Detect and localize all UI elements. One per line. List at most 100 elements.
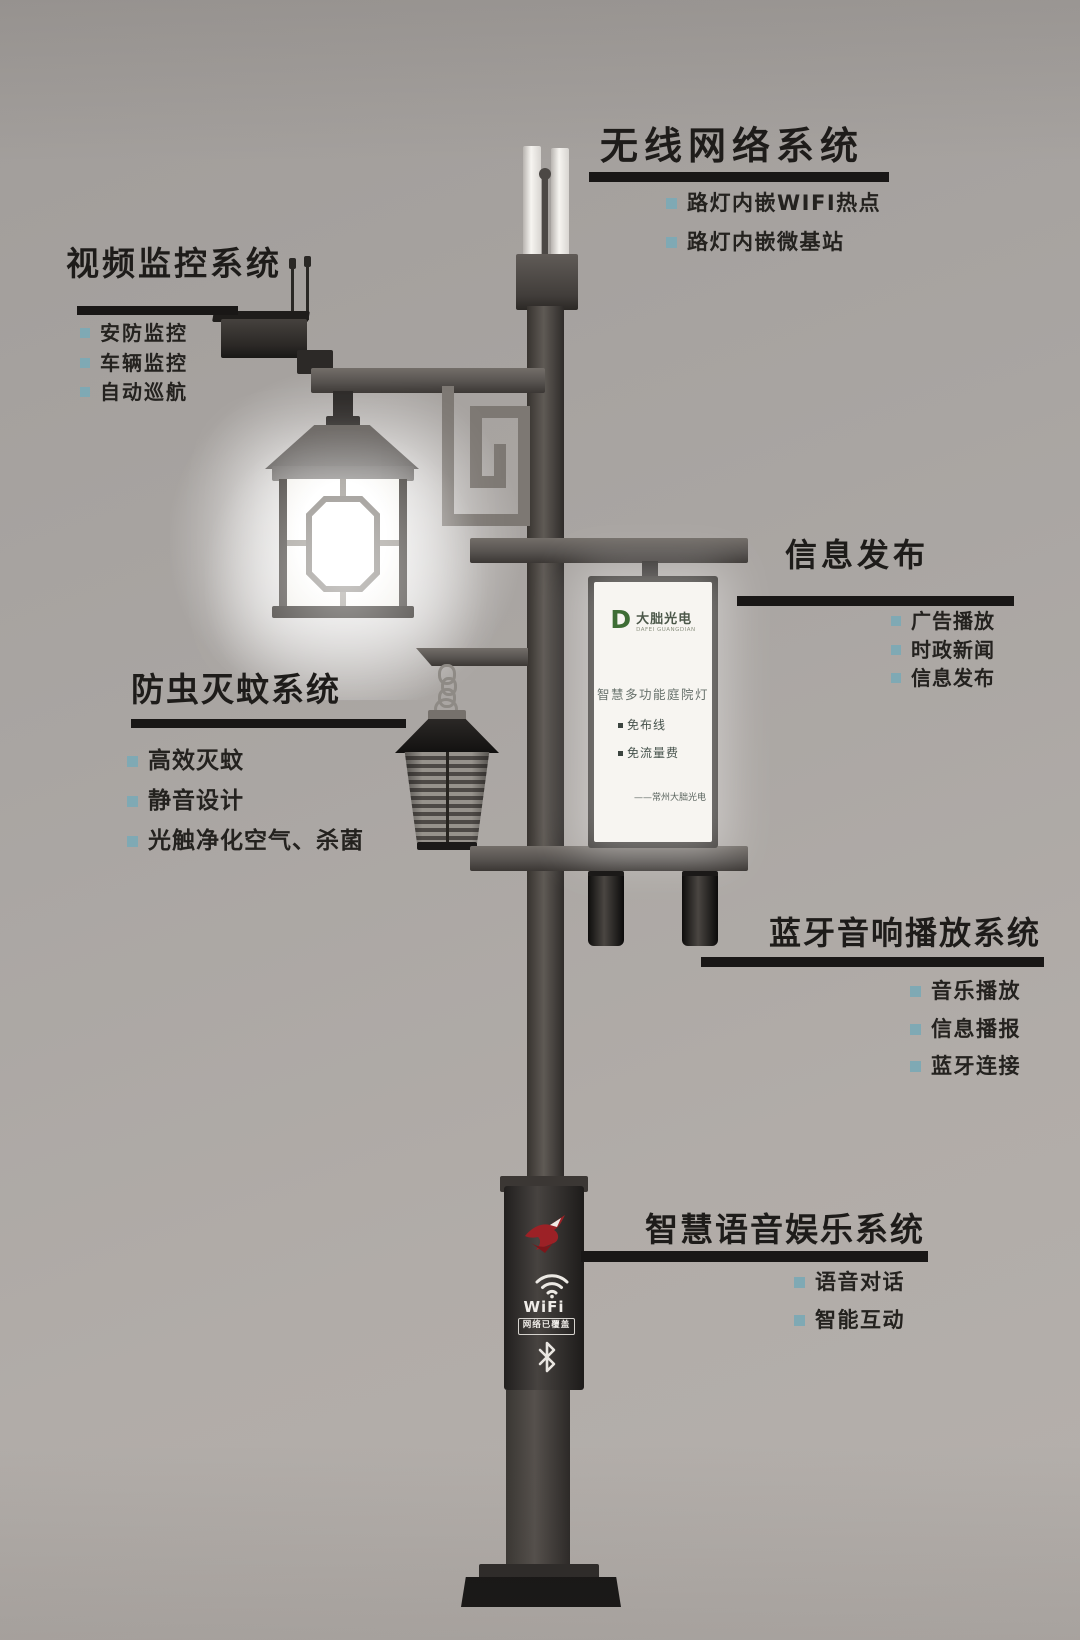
bullet-icon [910,1061,921,1073]
callout-underline [581,1251,928,1262]
callout-title: 智慧语音娱乐系统 [645,1210,925,1249]
item-label: 语音对话 [815,1270,905,1294]
led-screen-panel: D 大朏光电 DAFEI GUANGDIAN 智慧多功能庭院灯 免布线 免流量费… [594,582,712,842]
callout-underline [589,172,889,182]
screen-feature: 免布线 [618,716,666,733]
screen-headline: 智慧多功能庭院灯 [596,687,709,702]
bullet-icon [127,756,138,768]
brand-name: 大朏光电 [636,612,693,627]
bullet-icon [891,645,901,655]
item-label: 高效灭蚊 [148,748,244,774]
item-label: 蓝牙连接 [931,1054,1021,1078]
item-label: 光触净化空气、杀菌 [148,828,364,854]
base-plate-top [479,1564,599,1580]
pole-upper [527,306,564,1190]
item-label: 路灯内嵌微基站 [687,230,845,254]
item-label: 广告播放 [911,609,995,633]
mosquito-lamp-cap [428,710,466,721]
screen-feature-label: 免布线 [627,718,667,732]
item-label: 智能互动 [815,1308,905,1332]
bullet-icon [891,673,901,683]
eagle-logo-icon [525,1215,565,1253]
callout-item: 智能互动 [794,1308,905,1332]
screen-bracket-bottom [470,846,748,871]
callout-title: 蓝牙音响播放系统 [769,914,1042,952]
callout-item: 时政新闻 [891,639,995,661]
bullet-icon [618,751,623,756]
screen-feature-label: 免流量费 [627,746,680,760]
bullet-icon [666,198,677,210]
callout-title: 信息发布 [785,536,930,574]
lamp-arm-lower [416,648,528,666]
item-label: 静音设计 [148,788,244,814]
callout-item: 光触净化空气、杀菌 [127,828,364,854]
bluetooth-icon [538,1341,556,1373]
callout-item: 路灯内嵌微基站 [666,230,845,254]
camera-antenna-tip [304,256,311,267]
callout-item: 语音对话 [794,1270,905,1294]
brand-logo-icon: D [610,605,632,634]
callout-item: 蓝牙连接 [910,1054,1021,1078]
callout-item: 自动巡航 [80,381,188,403]
bullet-icon [794,1277,805,1289]
bullet-icon [127,796,138,808]
callout-underline [77,306,238,315]
camera-antenna-tip [289,258,296,269]
callout-underline [737,596,1014,606]
callout-item: 路灯内嵌WIFI热点 [666,191,882,215]
lantern-hanger-post [333,391,353,421]
item-label: 安防监控 [100,321,188,345]
bullet-icon [127,836,138,848]
callout-item: 高效灭蚊 [127,748,244,774]
bullet-icon [80,358,90,368]
bullet-icon [910,1024,921,1036]
screen-feature: 免流量费 [618,744,679,761]
callout-item: 车辆监控 [80,352,188,374]
screen-brand-logo: D 大朏光电 DAFEI GUANGDIAN [594,605,712,634]
callout-item: 安防监控 [80,322,188,344]
antenna-rod [542,176,548,258]
callout-underline [701,957,1044,967]
lamp-arm-upper [311,368,545,393]
item-label: 车辆监控 [100,351,188,375]
callout-title: 防虫灭蚊系统 [131,670,341,709]
callout-item: 音乐播放 [910,979,1021,1003]
security-camera [221,319,307,358]
bullet-icon [618,723,623,728]
bullet-icon [891,616,901,626]
pole-lower [506,1390,570,1568]
lantern-hanger-flange [326,416,360,427]
item-label: 时政新闻 [911,638,995,662]
mosquito-lamp-body [404,752,490,844]
screen-bracket-top [470,538,748,563]
led-screen: D 大朏光电 DAFEI GUANGDIAN 智慧多功能庭院灯 免布线 免流量费… [588,576,718,848]
antenna-panel-left [523,146,541,258]
callout-item: 信息发布 [891,667,995,689]
network-covered-label: 网络已覆盖 [518,1318,575,1335]
callout-item: 静音设计 [127,788,244,814]
callout-underline [131,719,406,728]
mosquito-lamp-base [417,842,477,850]
speaker-left [588,871,624,946]
bullet-icon [794,1315,805,1327]
bullet-icon [910,986,921,998]
item-label: 音乐播放 [931,979,1021,1003]
callout-title: 视频监控系统 [66,244,282,283]
brand-subtitle: DAFEI GUANGDIAN [636,627,696,633]
mosquito-lamp-grid-rod [446,752,449,844]
bullet-icon [666,237,677,249]
antenna-base-box [516,254,578,310]
item-label: 信息播报 [931,1017,1021,1041]
callout-item: 信息播报 [910,1017,1021,1041]
antenna-panel-right [551,148,569,258]
item-label: 路灯内嵌WIFI热点 [687,191,882,215]
bullet-icon [80,328,90,338]
wifi-icon [535,1274,569,1299]
